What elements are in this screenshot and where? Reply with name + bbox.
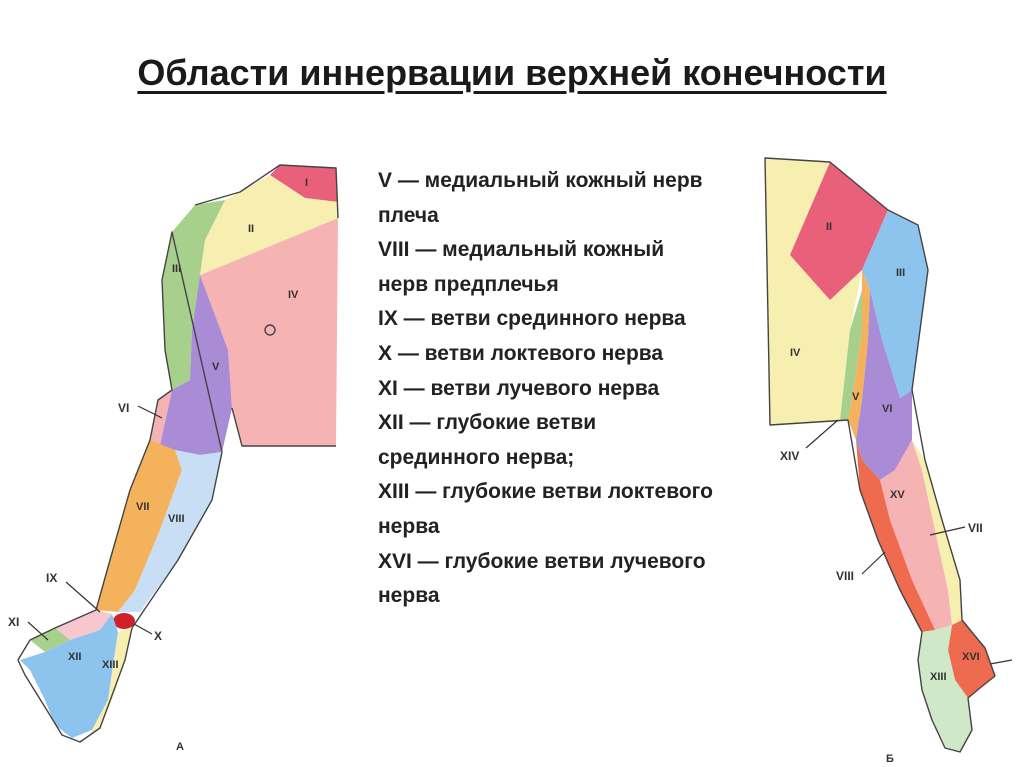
label-b-vii: VII bbox=[968, 521, 983, 535]
zone-a-ix bbox=[55, 610, 112, 640]
lead-b-vii bbox=[929, 526, 966, 536]
figure-a: I II III IV V VI VII VIII IX X XI XII XI… bbox=[8, 164, 339, 753]
lead-b-xiv bbox=[805, 419, 839, 449]
label-a-x: X bbox=[154, 629, 162, 643]
legend-item-x: X — ветви локтевого нерва bbox=[378, 341, 664, 365]
legend-item-xvi: XVI — глубокие ветви лучевого нерва bbox=[378, 549, 706, 608]
label-b-iii: III bbox=[896, 267, 905, 279]
zone-a-x bbox=[113, 613, 135, 629]
label-a-viii: VIII bbox=[168, 513, 185, 525]
caption-b: Б bbox=[886, 753, 894, 765]
zone-a-ii bbox=[200, 175, 338, 275]
zone-a-v bbox=[160, 275, 232, 455]
lead-b-xvi bbox=[989, 659, 1013, 665]
label-a-iii: III bbox=[172, 263, 181, 275]
figure-b: II III IV V VI VII VIII XIII XIV XV XVI … bbox=[764, 157, 1013, 765]
zone-b-xvi bbox=[948, 620, 995, 698]
zone-a-i bbox=[270, 165, 338, 202]
legend: V — медиальный кожный нерв плеча VIII — … bbox=[378, 164, 718, 614]
zone-b-ii bbox=[790, 162, 888, 300]
lead-b-viii bbox=[861, 551, 886, 575]
zone-a-xii bbox=[20, 614, 118, 738]
lead-a-xi bbox=[27, 621, 49, 641]
zone-a-iv bbox=[200, 218, 338, 446]
label-a-xiii: XIII bbox=[102, 659, 119, 671]
label-a-vi: VI bbox=[118, 401, 129, 415]
zone-b-xv bbox=[880, 440, 952, 630]
lead-a-x bbox=[133, 623, 153, 635]
legend-item-v: V — медиальный кожный нерв плеча bbox=[378, 169, 703, 227]
outline-b bbox=[764, 157, 996, 753]
zone-b-vii bbox=[912, 440, 962, 625]
label-b-xv: XV bbox=[890, 489, 905, 501]
zone-a-xi bbox=[30, 628, 70, 652]
label-a-vii: VII bbox=[136, 501, 149, 513]
label-b-viii: VIII bbox=[836, 569, 854, 583]
legend-item-xii: XII — глубокие ветви срединного нерва; bbox=[378, 411, 597, 469]
zone-a-vii bbox=[96, 440, 182, 612]
label-a-ix: IX bbox=[46, 571, 57, 585]
slide-title: Области иннервации верхней конечности bbox=[137, 52, 887, 93]
zone-a-viii bbox=[118, 450, 222, 612]
zone-b-xiii bbox=[918, 625, 972, 752]
label-a-iv: IV bbox=[288, 289, 299, 301]
label-b-xiv: XIV bbox=[780, 449, 799, 463]
caption-a: А bbox=[176, 741, 184, 753]
label-b-xiii: XIII bbox=[930, 671, 947, 683]
outline-a bbox=[17, 164, 339, 743]
legend-item-viii: VIII — медиальный кожный нерв предплечья bbox=[378, 238, 665, 296]
label-a-i: I bbox=[305, 177, 308, 189]
zone-b-xiv bbox=[840, 290, 862, 420]
label-a-ii: II bbox=[248, 223, 254, 235]
zone-b-viii bbox=[856, 440, 935, 632]
legend-item-xi: XI — ветви лучевого нерва bbox=[378, 376, 660, 400]
zone-b-v bbox=[848, 270, 870, 440]
zone-b-iv bbox=[765, 158, 862, 425]
label-b-iv: IV bbox=[790, 347, 801, 359]
label-a-v: V bbox=[212, 361, 220, 373]
label-a-xii: XII bbox=[68, 651, 81, 663]
zone-a-iii bbox=[162, 200, 225, 390]
lead-a-vi bbox=[137, 405, 163, 419]
nipple-mark bbox=[264, 324, 276, 336]
label-b-ii: II bbox=[826, 221, 832, 233]
lead-a-ix bbox=[65, 581, 101, 613]
label-b-xvi: XVI bbox=[962, 651, 980, 663]
legend-item-xiii: XIII — глубокие ветви локтевого нерва bbox=[378, 480, 713, 538]
zone-a-xiii bbox=[90, 628, 132, 735]
label-b-v: V bbox=[852, 391, 860, 403]
label-b-vi: VI bbox=[882, 403, 892, 415]
legend-item-ix: IX — ветви срединного нерва bbox=[378, 307, 686, 331]
zone-b-vi bbox=[856, 290, 912, 480]
label-a-xi: XI bbox=[8, 615, 19, 629]
zone-b-iii bbox=[862, 210, 928, 398]
